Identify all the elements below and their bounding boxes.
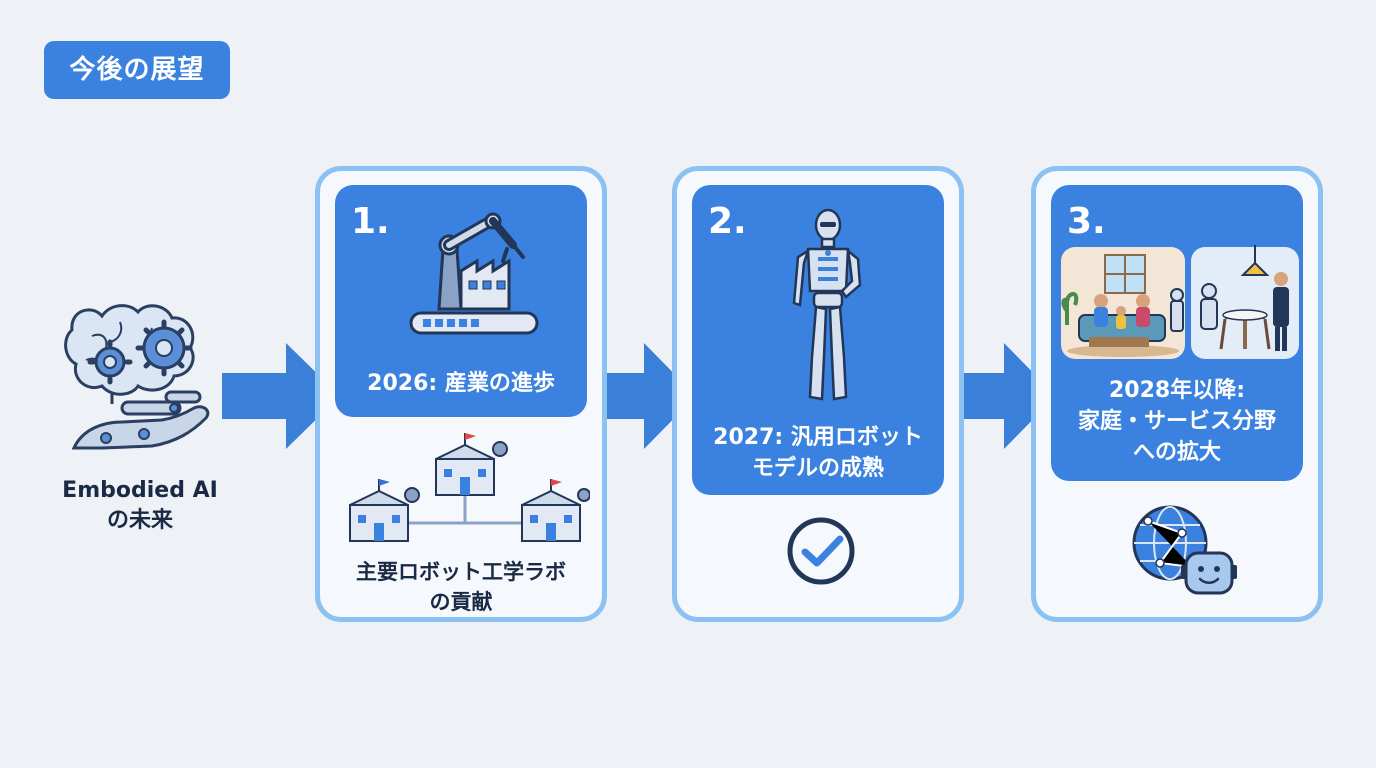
start-node: Embodied AI の未来 <box>40 290 240 550</box>
step-1-number: 1. <box>351 201 390 242</box>
start-label: Embodied AI の未来 <box>62 478 218 533</box>
flow-arrow-1 <box>222 343 340 449</box>
step-2-number: 2. <box>708 201 747 242</box>
step-2-title: 2027: 汎用ロボット モデルの成熟 <box>713 425 923 481</box>
globe-robot-icon <box>1132 505 1237 595</box>
header-badge: 今後の展望 <box>44 41 230 99</box>
robot-arm-factory-icon <box>409 212 539 335</box>
lab-buildings-icon <box>349 433 590 542</box>
step-1-subtitle: 主要ロボット工学ラボ の貢献 <box>356 560 566 614</box>
flow-arrow-3 <box>958 343 1056 449</box>
step-2-header: 2. 2027: 汎用ロボット モデルの成熟 <box>692 185 944 495</box>
step-card-2: 2. 2027: 汎用ロボット モデルの成熟 <box>672 166 964 622</box>
flow-arrow-2 <box>598 343 696 449</box>
step-1-header: 1. 2026: 産業の進歩 <box>335 185 587 417</box>
step-1-title: 2026: 産業の進歩 <box>367 371 555 396</box>
home-service-scene-icon <box>1061 245 1299 359</box>
step-3-header: 3. 2028年以降: 家庭・サービス分野 への拡 <box>1051 185 1303 481</box>
step-3-number: 3. <box>1067 201 1106 242</box>
step-card-3: 3. 2028年以降: 家庭・サービス分野 への拡 <box>1031 166 1323 622</box>
checkmark-circle-icon <box>787 517 855 585</box>
step-card-1: 1. 2026: 産業の進歩 <box>315 166 607 622</box>
brain-gears-hand-icon <box>64 304 210 450</box>
humanoid-robot-icon <box>792 208 862 401</box>
step-3-title: 2028年以降: 家庭・サービス分野 への拡大 <box>1077 378 1276 465</box>
